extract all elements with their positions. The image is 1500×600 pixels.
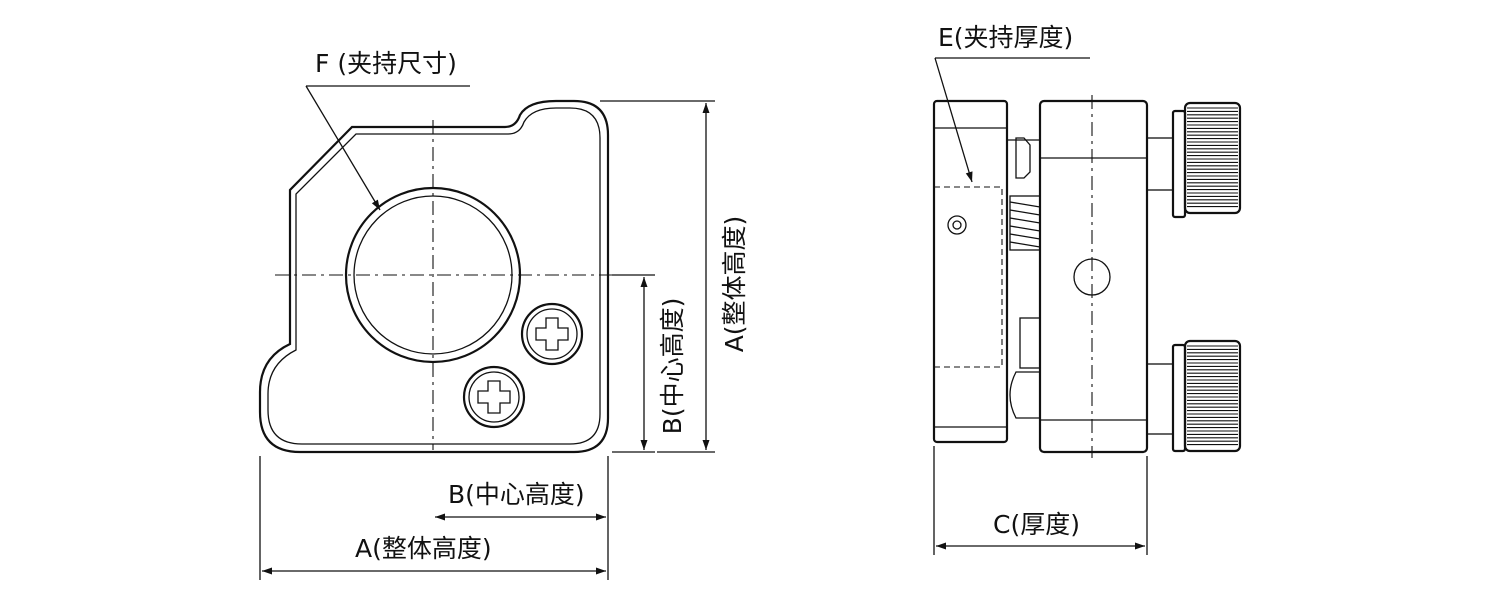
back-plate [1038, 99, 1149, 454]
adjuster-knob-bottom [1146, 339, 1242, 453]
label-a-overall-height-vertical: A(整体高度) [720, 216, 749, 353]
hidden-bore [933, 186, 1003, 368]
front-plate [932, 99, 1009, 444]
ball-plunger [1015, 137, 1031, 179]
pivot-ball [1009, 371, 1041, 419]
mount-inner-outline [267, 107, 601, 445]
spring-icon [1009, 195, 1041, 251]
label-f-clamp-size: F (夹持尺寸) [315, 49, 457, 78]
pivot-pin [1019, 317, 1041, 369]
label-e-clamp-thickness: E(夹持厚度) [938, 23, 1073, 52]
side-view: E(夹持厚度) [932, 23, 1242, 555]
label-b-center-height-vertical: B(中心高度) [658, 298, 687, 435]
mount-body-outline [258, 99, 610, 454]
phillips-screw-icon [462, 365, 526, 429]
label-c-thickness: C(厚度) [993, 510, 1080, 539]
label-b-center-height-horizontal: B(中心高度) [448, 480, 585, 509]
e-leader-arrow [934, 57, 973, 183]
adjuster-knob-top [1146, 101, 1242, 219]
set-screw-icon [947, 215, 967, 235]
front-view: F (夹持尺寸) B(中心高度) A(整体高度) B(中心高度) A(整体高度) [258, 49, 749, 580]
phillips-screw-icon [520, 302, 584, 366]
f-leader-arrow [305, 85, 381, 211]
label-a-overall-height-horizontal: A(整体高度) [355, 534, 492, 563]
